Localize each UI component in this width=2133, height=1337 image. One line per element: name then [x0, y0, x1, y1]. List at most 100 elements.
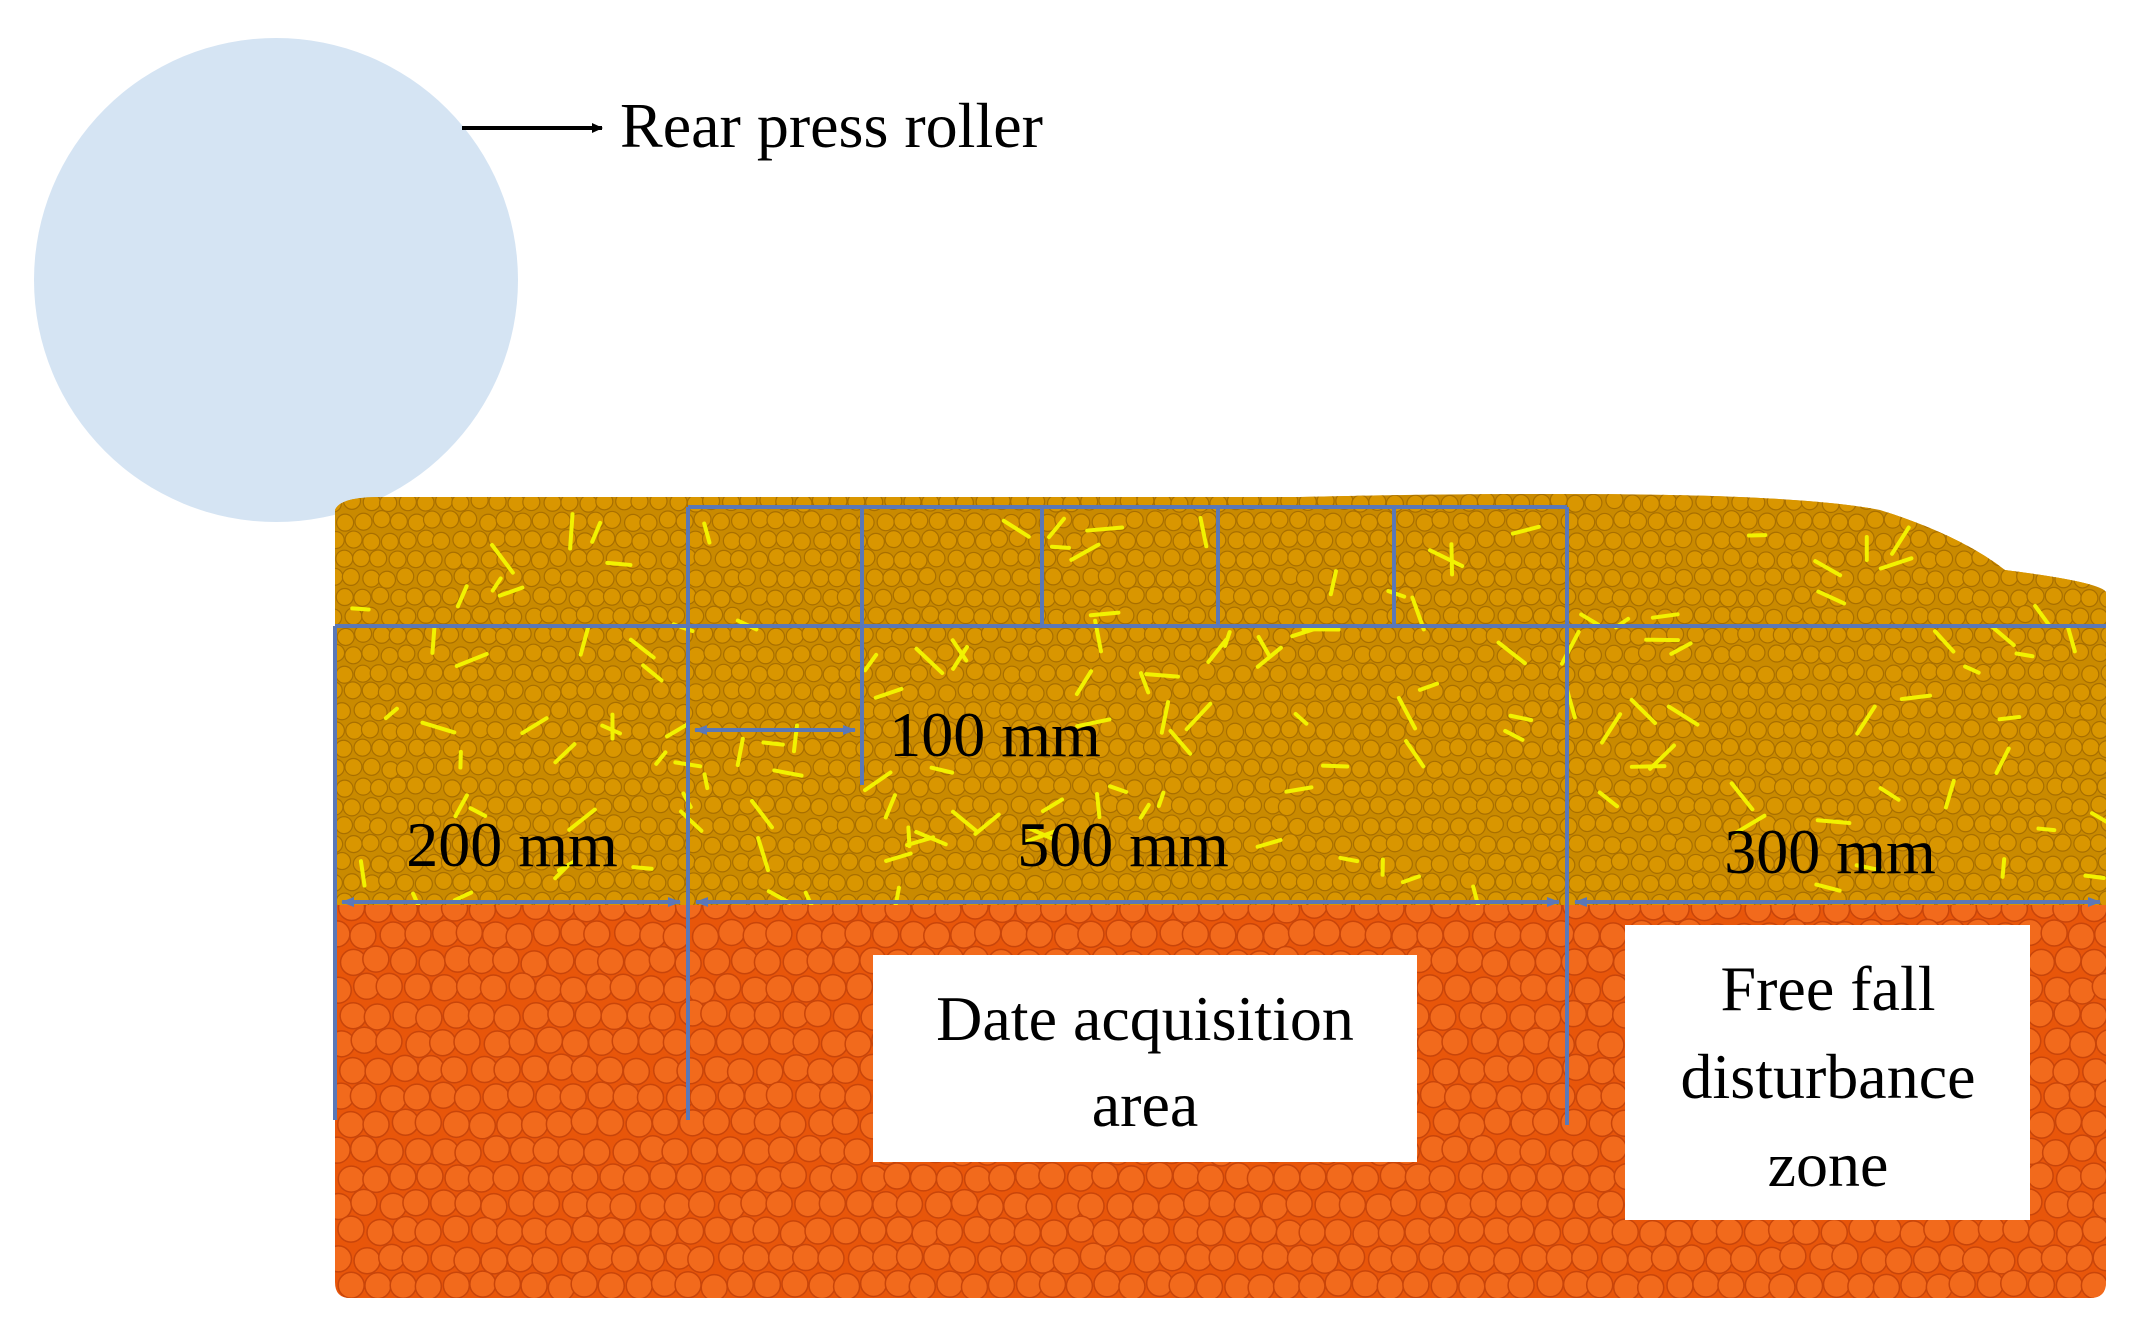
top-soil-particle	[1523, 700, 1542, 719]
top-soil-particle	[902, 530, 921, 549]
subsoil-particle	[547, 1000, 575, 1028]
top-soil-particle	[1450, 703, 1469, 723]
top-soil-particle	[532, 739, 551, 758]
top-soil-particle	[1983, 874, 2002, 893]
top-soil-particle	[504, 567, 523, 586]
top-soil-particle	[469, 757, 488, 776]
top-soil-particle	[1649, 627, 1668, 646]
top-soil-particle	[1629, 777, 1648, 797]
straw-fragment	[735, 736, 745, 768]
top-soil-particle	[1352, 722, 1371, 741]
top-soil-particle	[892, 585, 911, 605]
top-soil-particle	[558, 836, 577, 855]
subsoil-particle	[338, 1056, 367, 1085]
subsoil-particle	[1793, 905, 1821, 924]
top-soil-particle	[442, 663, 461, 683]
top-soil-particle	[1010, 795, 1029, 814]
top-soil-particle	[1394, 662, 1413, 681]
top-soil-particle	[1143, 625, 1163, 644]
rear-press-roller	[34, 38, 518, 522]
subsoil-particle	[1442, 920, 1471, 948]
top-soil-particle	[344, 646, 363, 665]
top-soil-particle	[395, 760, 415, 779]
disturbance-label-line3: zone	[1768, 1129, 1889, 1200]
top-soil-particle	[2105, 645, 2106, 664]
top-soil-particle	[423, 739, 442, 759]
top-soil-particle	[1954, 702, 1973, 721]
straw-fragment	[1255, 838, 1283, 849]
top-soil-particle	[512, 815, 532, 834]
top-soil-particle	[1126, 586, 1145, 605]
subsoil-particle	[702, 1108, 731, 1136]
top-soil-particle	[1737, 776, 1756, 795]
top-soil-particle	[1659, 795, 1678, 814]
top-soil-particle	[362, 569, 381, 588]
top-soil-particle	[1218, 550, 1237, 569]
top-soil-particle	[651, 681, 670, 700]
top-soil-particle	[630, 836, 649, 855]
subsoil-particle	[806, 946, 834, 975]
top-soil-particle	[804, 817, 823, 836]
top-soil-particle	[1178, 817, 1197, 836]
subsoil-particle	[1287, 918, 1316, 947]
subsoil-particle	[1899, 1220, 1927, 1248]
top-soil-particle	[1578, 813, 1597, 833]
top-soil-particle	[1477, 872, 1496, 891]
top-soil-particle	[1515, 605, 1534, 624]
top-soil-particle	[1504, 587, 1523, 607]
top-soil-particle	[1965, 531, 1984, 550]
top-soil-particle	[2108, 759, 2125, 776]
top-soil-particle	[775, 646, 794, 665]
top-soil-particle	[956, 834, 975, 853]
top-soil-particle	[1260, 871, 1279, 890]
subsoil-particle	[1636, 1274, 1665, 1298]
subsoil-particle	[818, 1189, 847, 1218]
subsoil-particle	[769, 1027, 797, 1055]
top-soil-particle	[1117, 531, 1137, 551]
subsoil-particle	[1496, 975, 1524, 1003]
top-soil-particle	[1548, 874, 1567, 893]
subsoil-particle	[495, 1218, 524, 1246]
top-soil-particle	[1639, 719, 1658, 739]
subsoil-particle	[557, 1138, 585, 1166]
subsoil-particle	[2016, 1246, 2045, 1274]
subsoil-particle	[662, 922, 691, 951]
top-soil-particle	[543, 494, 562, 512]
top-soil-particle	[1619, 721, 1639, 740]
top-soil-particle	[1388, 645, 1407, 665]
top-soil-particle	[854, 815, 874, 834]
subsoil-particle	[613, 919, 642, 947]
top-soil-particle	[713, 854, 732, 873]
top-soil-particle	[750, 587, 769, 606]
top-soil-particle	[1747, 494, 1766, 512]
top-soil-particle	[928, 815, 947, 835]
subsoil-particle	[650, 1269, 679, 1298]
top-soil-particle	[1955, 626, 1974, 645]
top-soil-particle	[999, 776, 1018, 796]
top-soil-particle	[1458, 835, 1477, 854]
subsoil-particle	[1586, 945, 1615, 973]
top-soil-particle	[1225, 722, 1245, 741]
top-soil-particle	[1478, 835, 1497, 854]
top-soil-particle	[596, 569, 615, 588]
top-soil-particle	[1172, 681, 1191, 700]
top-soil-particle	[2100, 814, 2106, 833]
top-soil-particle	[1919, 551, 1939, 570]
top-soil-particle	[1315, 873, 1334, 892]
top-soil-particle	[342, 798, 361, 817]
subsoil-particle	[2027, 1271, 2056, 1298]
top-soil-particle	[893, 740, 913, 759]
top-soil-particle	[380, 608, 400, 628]
subsoil-particle	[2027, 1219, 2056, 1248]
subsoil-particle	[1418, 1242, 1446, 1271]
top-soil-particle	[758, 608, 777, 627]
top-soil-particle	[1847, 740, 1866, 759]
top-soil-particle	[1422, 719, 1441, 739]
subsoil-particle	[1324, 1218, 1352, 1247]
straw-fragment	[1338, 855, 1360, 864]
top-soil-particle	[1335, 531, 1354, 550]
top-soil-particle	[2108, 874, 2125, 891]
top-soil-particle	[345, 721, 364, 740]
top-soil-particle	[649, 494, 668, 511]
top-soil-particle	[956, 606, 975, 625]
